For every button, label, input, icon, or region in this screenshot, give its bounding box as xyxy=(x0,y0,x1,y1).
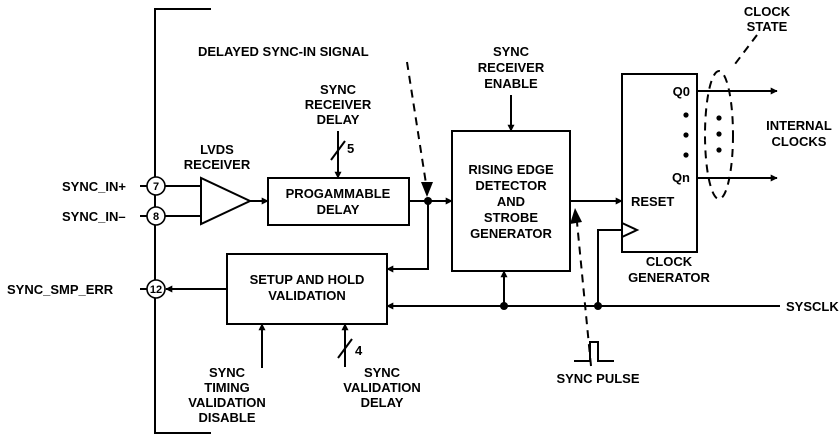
sync-validation-delay-bus-width: 4 xyxy=(355,343,363,358)
sync-validation-delay-label-3: DELAY xyxy=(361,395,404,410)
setup-hold-label-1: SETUP AND HOLD xyxy=(250,272,365,287)
sysclk-label: SYSCLK xyxy=(786,299,839,314)
lvds-receiver-label-2: RECEIVER xyxy=(184,157,251,172)
clock-generator-block: Q0 Qn RESET CLOCK GENERATOR xyxy=(621,73,711,285)
sync-timing-validation-disable: SYNC TIMING VALIDATION DISABLE xyxy=(188,323,266,425)
pin-sync-smp-err-label: SYNC_SMP_ERR xyxy=(7,282,114,297)
clock-output-q0-label: Q0 xyxy=(673,84,690,99)
clock-output-qn-label: Qn xyxy=(672,170,690,185)
internal-clocks-label-1: INTERNAL xyxy=(766,118,832,133)
pin-sync-smp-err: SYNC_SMP_ERR 12 xyxy=(7,279,166,299)
pin-sync-in-minus-number: 8 xyxy=(153,211,159,223)
sync-receiver-enable-label-1: SYNC xyxy=(493,44,530,59)
rising-edge-detector-block: RISING EDGE DETECTOR AND STROBE GENERATO… xyxy=(451,130,571,272)
lvds-receiver: LVDS RECEIVER xyxy=(165,142,269,226)
internal-clocks: INTERNAL CLOCKS xyxy=(766,118,832,149)
clock-state-ellipse xyxy=(704,70,734,200)
sync-pulse-waveform xyxy=(574,341,614,362)
pin-sync-in-plus: SYNC_IN+ 7 xyxy=(62,176,166,196)
clock-generator-label-1: CLOCK xyxy=(646,254,693,269)
clock-generator-label-2: GENERATOR xyxy=(628,270,710,285)
internal-clocks-label-2: CLOCKS xyxy=(772,134,827,149)
rising-edge-label-5: GENERATOR xyxy=(470,226,552,241)
programmable-delay-label-1: PROGAMMABLE xyxy=(286,186,391,201)
sync-validation-delay-label-2: VALIDATION xyxy=(343,380,421,395)
pin-sync-in-minus-label: SYNC_IN– xyxy=(62,209,126,224)
clock-state-label-1: CLOCK xyxy=(744,4,791,19)
sync-timing-validation-disable-label-1: SYNC xyxy=(209,365,246,380)
lvds-receiver-triangle xyxy=(200,176,253,226)
clock-state-label-2: STATE xyxy=(747,19,788,34)
pin-sync-in-plus-number: 7 xyxy=(153,181,159,193)
rising-edge-label-1: RISING EDGE xyxy=(468,162,554,177)
pin-sync-in-minus: SYNC_IN– 8 xyxy=(62,206,166,226)
sync-receiver-delay: SYNC RECEIVER DELAY 5 xyxy=(305,82,372,179)
programmable-delay-label-2: DELAY xyxy=(317,202,360,217)
clock-generator-reset-label: RESET xyxy=(631,194,674,209)
sync-validation-delay: 4 SYNC VALIDATION DELAY xyxy=(337,323,421,410)
sync-pulse-label: SYNC PULSE xyxy=(556,371,639,386)
sync-validation-delay-label-1: SYNC xyxy=(364,365,401,380)
setup-hold-label-2: VALIDATION xyxy=(268,288,346,303)
pin-sync-in-plus-label: SYNC_IN+ xyxy=(62,179,126,194)
rising-edge-label-3: AND xyxy=(497,194,525,209)
sync-receiver-enable: SYNC RECEIVER ENABLE xyxy=(478,44,545,132)
sync-pulse: SYNC PULSE xyxy=(556,208,640,386)
sync-receiver-enable-label-3: ENABLE xyxy=(484,76,538,91)
sync-timing-validation-disable-label-3: VALIDATION xyxy=(188,395,266,410)
sync-receiver-delay-label-2: RECEIVER xyxy=(305,97,372,112)
clock-state: CLOCK STATE xyxy=(704,4,791,200)
sync-receiver-delay-bus-width: 5 xyxy=(347,141,354,156)
lvds-receiver-label-1: LVDS xyxy=(200,142,234,157)
rising-edge-label-4: STROBE xyxy=(484,210,539,225)
pin-sync-smp-err-number: 12 xyxy=(150,284,162,296)
sync-timing-validation-disable-label-2: TIMING xyxy=(204,380,250,395)
setup-hold-validation-block: SETUP AND HOLD VALIDATION xyxy=(226,253,388,325)
sync-receiver-enable-label-2: RECEIVER xyxy=(478,60,545,75)
sync-receiver-delay-label-3: DELAY xyxy=(317,112,360,127)
sync-receiver-delay-label-1: SYNC xyxy=(320,82,357,97)
delayed-sync-in-signal-label: DELAYED SYNC-IN SIGNAL xyxy=(198,44,369,59)
delayed-sync-in-signal: DELAYED SYNC-IN SIGNAL xyxy=(198,44,433,197)
sync-timing-validation-disable-label-4: DISABLE xyxy=(198,410,255,425)
sysclk-net: SYSCLK xyxy=(386,229,839,314)
programmable-delay-block: PROGAMMABLE DELAY xyxy=(267,177,410,226)
rising-edge-label-2: DETECTOR xyxy=(475,178,547,193)
clock-input-symbol xyxy=(621,222,640,238)
